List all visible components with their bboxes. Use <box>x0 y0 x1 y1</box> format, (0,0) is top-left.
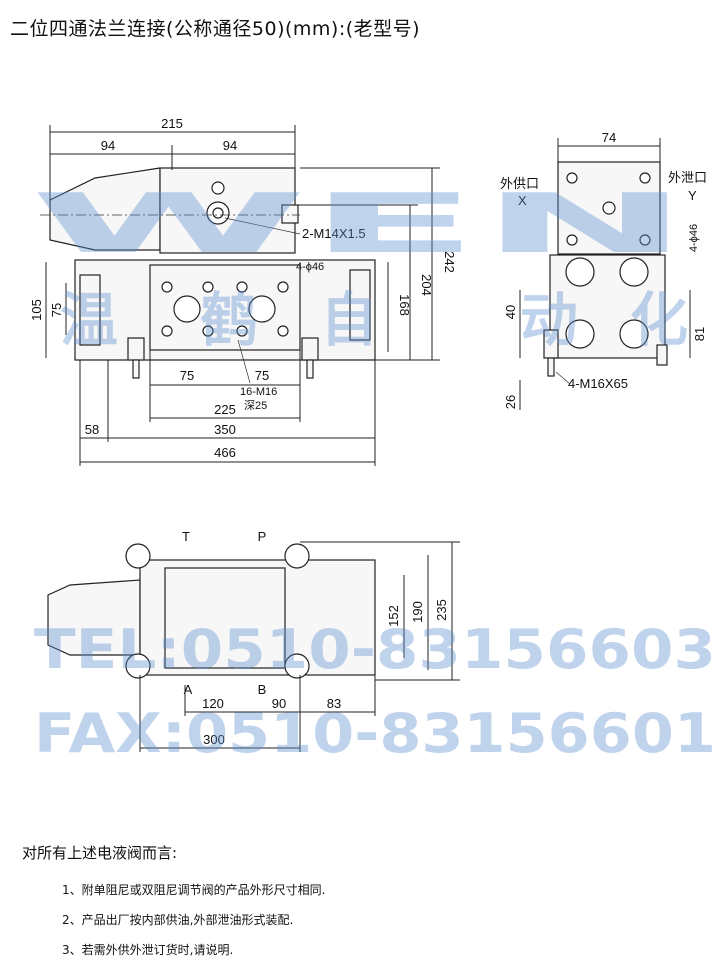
port-left <box>173 295 201 323</box>
bolt-hole <box>639 234 651 246</box>
watermark-logo-cn-3: 自 <box>320 286 378 354</box>
dim-350: 350 <box>214 422 236 437</box>
note-item: 1、附单阻尼或双阻尼调节阀的产品外形尺寸相同. <box>62 883 326 897</box>
watermark-logo-cn-4: 动 <box>520 286 578 354</box>
bolt-hole <box>566 172 578 184</box>
dim-204: 204 <box>419 274 434 296</box>
watermark-logo-cn-2: 鹤 <box>200 286 258 354</box>
side-pilot-port <box>602 201 616 215</box>
dim-242: 242 <box>442 251 457 273</box>
label-ext-drain-port: Y <box>688 188 697 203</box>
bolt-hole <box>236 325 248 337</box>
notes-section: 对所有上述电液阀而言: 1、附单阻尼或双阻尼调节阀的产品外形尺寸相同. 2、产品… <box>22 842 325 971</box>
mounting-bolt-right-stud <box>306 359 314 379</box>
corner-hole <box>284 543 310 569</box>
bolt-hole <box>277 281 289 293</box>
dim-83: 83 <box>327 696 341 711</box>
dim-300: 300 <box>203 732 225 747</box>
port-t-label: T <box>182 529 190 544</box>
side-port <box>619 319 649 349</box>
dim-26: 26 <box>503 395 518 409</box>
watermark-tel: TEL:0510-83156603 <box>34 618 716 681</box>
watermark-logo: WEN <box>30 177 690 272</box>
side-label-bolts: 4-M16X65 <box>568 376 628 391</box>
bolt-hole <box>161 325 173 337</box>
label-bolts: 16-M16 <box>240 386 277 398</box>
dim-94-left: 94 <box>101 138 115 153</box>
mounting-bolt-left <box>127 337 145 361</box>
corner-hole <box>125 543 151 569</box>
mounting-bolt-left-stud <box>132 359 140 379</box>
label-depth: 深25 <box>244 399 267 412</box>
side-view: 74 外供口 X 外泄口 Y 4-ϕ46 40 81 26 4-M16X65 <box>500 130 707 410</box>
dim-40: 40 <box>503 305 518 319</box>
pilot-port-lower-inner <box>212 207 224 219</box>
notes-heading: 对所有上述电液阀而言: <box>22 844 178 862</box>
dim-74: 74 <box>602 130 616 145</box>
side-bolt-left-stud <box>547 357 555 377</box>
watermark-logo-cn-5: 化 <box>630 286 688 354</box>
label-ext-supply: 外供口 <box>500 176 539 191</box>
dim-466: 466 <box>214 445 236 460</box>
label-ext-drain: 外泄口 <box>668 170 707 185</box>
watermark-fax: FAX:0510-83156601 <box>34 702 716 765</box>
corner-hole <box>284 653 310 679</box>
dim-75-b: 75 <box>255 368 269 383</box>
bolt-hole <box>161 281 173 293</box>
bolt-hole <box>277 325 289 337</box>
bolt-hole <box>236 281 248 293</box>
dim-94-right: 94 <box>223 138 237 153</box>
side-bolt-right <box>656 344 668 366</box>
dim-58: 58 <box>85 422 99 437</box>
bolt-hole <box>566 234 578 246</box>
page-title: 二位四通法兰连接(公称通径50)(mm):(老型号) <box>10 18 421 40</box>
dim-81: 81 <box>692 327 707 341</box>
pilot-port-upper <box>211 181 225 195</box>
dim-120: 120 <box>202 696 224 711</box>
port-p-label: P <box>258 529 267 544</box>
left-end-cover <box>79 274 101 346</box>
label-thread: 2-M14X1.5 <box>302 226 366 241</box>
leader-bolts <box>237 339 251 384</box>
side-port <box>565 257 595 287</box>
dim-190: 190 <box>410 601 425 623</box>
port-right <box>248 295 276 323</box>
dim-215: 215 <box>161 116 183 131</box>
dim-225: 225 <box>214 402 236 417</box>
front-view: 215 94 94 2-M14X1.5 242 204 168 4-ϕ46 10… <box>29 116 457 466</box>
bolt-hole <box>202 281 214 293</box>
pilot-end-cap <box>281 204 299 224</box>
corner-hole <box>125 653 151 679</box>
leader-thread <box>224 217 301 235</box>
dim-90: 90 <box>272 696 286 711</box>
bolt-hole <box>202 325 214 337</box>
dim-152: 152 <box>386 605 401 627</box>
leader-side-bolts <box>555 371 571 385</box>
bottom-face <box>164 567 286 669</box>
label-holes: 4-ϕ46 <box>296 261 324 273</box>
bolt-hole <box>639 172 651 184</box>
label-ext-supply-port: X <box>518 193 527 208</box>
dim-235: 235 <box>434 599 449 621</box>
side-label-holes: 4-ϕ46 <box>688 224 700 252</box>
port-a-label: A <box>184 682 193 697</box>
right-end-cover <box>349 269 371 341</box>
side-port <box>565 319 595 349</box>
note-item: 2、产品出厂按内部供油,外部泄油形式装配. <box>62 913 294 927</box>
mounting-bolt-right <box>301 337 319 361</box>
side-port <box>619 257 649 287</box>
bottom-view: T P A B 152 190 235 120 90 83 300 <box>47 529 460 752</box>
dim-168: 168 <box>397 294 412 316</box>
dim-105: 105 <box>29 299 44 321</box>
watermark: WEN 温 鹤 自 动 化 TEL:0510-83156603 FAX:0510… <box>30 177 716 765</box>
watermark-logo-cn-1: 温 <box>60 286 118 354</box>
dim-75-vertical: 75 <box>49 303 64 317</box>
port-b-label: B <box>258 682 267 697</box>
note-item: 3、若需外供外泄订货时,请说明. <box>62 943 234 957</box>
dim-75-a: 75 <box>180 368 194 383</box>
